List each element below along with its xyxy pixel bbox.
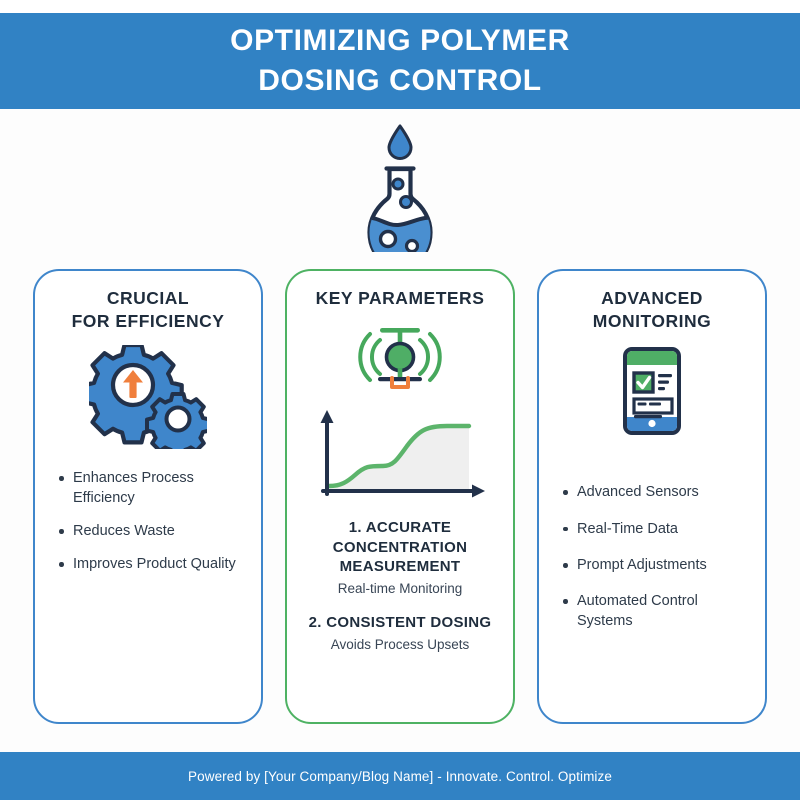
- parameter-title-1-line-3: MEASUREMENT: [339, 558, 461, 576]
- card-title-crucial: CRUCIAL FOR EFFICIENCY: [72, 287, 225, 333]
- benefits-list-monitoring: Advanced Sensors Real-Time Data Prompt A…: [551, 483, 753, 648]
- card-key-parameters[interactable]: KEY PARAMETERS: [285, 269, 515, 724]
- card-advanced-monitoring[interactable]: ADVANCED MONITORING: [537, 269, 767, 724]
- gears-with-up-arrow-icon: [89, 345, 207, 450]
- page-title: OPTIMIZING POLYMER DOSING CONTROL: [190, 21, 610, 101]
- footer-banner: Powered by [Your Company/Blog Name] - In…: [0, 752, 800, 800]
- list-item: Real-Time Data: [561, 520, 749, 539]
- parameter-title-2-line-1: 2. CONSISTENT DOSING: [308, 614, 492, 632]
- wireless-sensor-icon: [354, 322, 446, 394]
- page-title-line-1: OPTIMIZING POLYMER: [230, 24, 570, 58]
- flask-with-droplet-icon: [348, 122, 452, 269]
- card-title-crucial-line-2: FOR EFFICIENCY: [71, 311, 225, 332]
- card-title-key-parameters: KEY PARAMETERS: [316, 287, 485, 310]
- list-item: Automated Control Systems: [561, 592, 749, 631]
- parameters-list: 1. ACCURATE CONCENTRATION MEASUREMENT Re…: [299, 518, 501, 669]
- list-item: Enhances Process Efficiency: [57, 469, 245, 508]
- top-white-strip: [0, 0, 800, 13]
- tablet-checklist-icon: [615, 345, 689, 437]
- card-title-advanced-monitoring: ADVANCED MONITORING: [593, 287, 711, 333]
- list-item: Advanced Sensors: [561, 483, 749, 502]
- list-item: Reduces Waste: [57, 522, 245, 541]
- card-title-crucial-line-1: CRUCIAL: [106, 288, 190, 308]
- cards-row: CRUCIAL FOR EFFICIENCY: [0, 269, 800, 752]
- parameter-title-1: 1. ACCURATE CONCENTRATION MEASUREMENT: [299, 518, 501, 577]
- card-crucial-for-efficiency[interactable]: CRUCIAL FOR EFFICIENCY: [33, 269, 263, 724]
- list-item: Improves Product Quality: [57, 555, 245, 574]
- parameter-title-1-line-2: CONCENTRATION: [332, 538, 468, 556]
- parameter-subtitle-1: Real-time Monitoring: [337, 580, 463, 596]
- parameter-subtitle-2: Avoids Process Upsets: [330, 636, 470, 652]
- footer-credit-text: Powered by [Your Company/Blog Name] - In…: [188, 768, 612, 784]
- list-item: Prompt Adjustments: [561, 556, 749, 575]
- header-banner: OPTIMIZING POLYMER DOSING CONTROL: [0, 13, 800, 109]
- hero-icon-container: [0, 109, 800, 269]
- parameter-block-1: 1. ACCURATE CONCENTRATION MEASUREMENT Re…: [299, 518, 501, 597]
- benefits-list-crucial: Enhances Process Efficiency Reduces Wast…: [47, 469, 249, 589]
- card-title-advanced-monitoring-line-2: MONITORING: [592, 311, 712, 332]
- s-curve-area-chart: [299, 402, 501, 504]
- card-title-advanced-monitoring-line-1: ADVANCED: [601, 288, 703, 308]
- card-title-key-parameters-line-1: KEY PARAMETERS: [315, 288, 485, 308]
- parameter-block-2: 2. CONSISTENT DOSING Avoids Process Upse…: [299, 613, 501, 653]
- page-title-line-2: DOSING CONTROL: [258, 64, 542, 97]
- parameter-title-2: 2. CONSISTENT DOSING: [299, 613, 501, 633]
- parameter-title-1-line-1: 1. ACCURATE: [348, 519, 452, 537]
